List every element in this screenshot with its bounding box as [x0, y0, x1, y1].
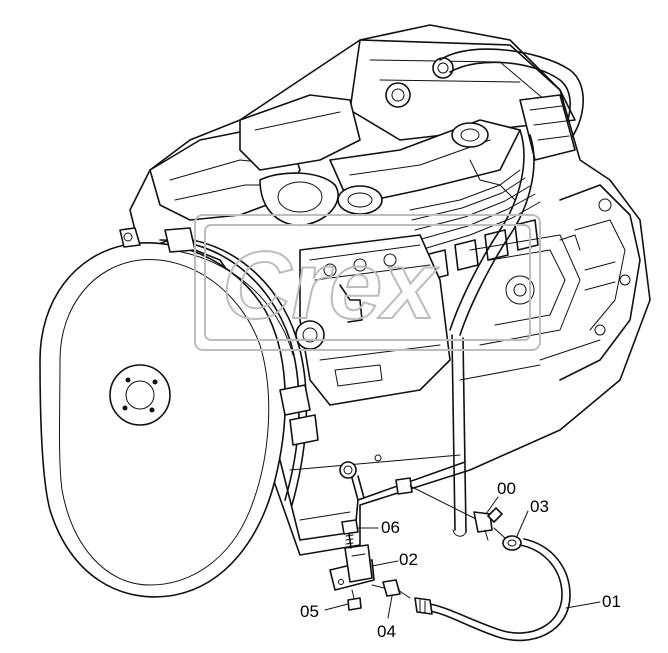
- label-04: 04: [377, 622, 396, 641]
- part-01-hose: [414, 538, 571, 642]
- block-plugs: [339, 454, 413, 501]
- label-06: 06: [381, 518, 400, 537]
- part-05-plug: [347, 589, 362, 611]
- injection-pump: [295, 234, 616, 406]
- label-05: 05: [300, 602, 319, 621]
- part-04-adapter: [371, 579, 411, 599]
- leader-lines: [324, 496, 601, 619]
- flywheel-housing: [39, 227, 319, 598]
- intake-manifold: [149, 94, 521, 227]
- watermark-logo: Crex: [194, 214, 541, 351]
- part-02-bracket: [329, 544, 375, 591]
- label-03: 03: [530, 497, 549, 516]
- watermark-text: Crex: [222, 232, 439, 339]
- rocker-cover: [349, 39, 584, 161]
- part-06-bolt: [341, 519, 359, 549]
- part-03-clamp: [493, 527, 522, 551]
- label-01: 01: [602, 592, 621, 611]
- label-02: 02: [399, 550, 418, 569]
- part-00-elbow: [409, 485, 503, 541]
- dipstick-tube: [451, 334, 467, 537]
- label-00: 00: [497, 479, 516, 498]
